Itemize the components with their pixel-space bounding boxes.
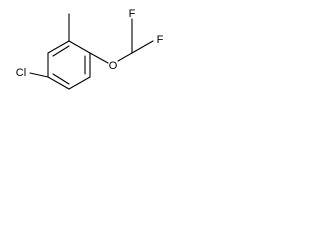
o-cf2-bond bbox=[117, 52, 133, 62]
ring-bond-c2-c3 bbox=[68, 40, 91, 54]
fluorine-upper-label: F bbox=[129, 8, 136, 20]
ring-double-bond-inner-c5-c6 bbox=[52, 73, 70, 85]
fluorine-right-label: F bbox=[157, 34, 164, 46]
ring-bond-c4-c5 bbox=[68, 76, 91, 90]
oxygen-bond bbox=[89, 52, 109, 64]
chlorine-label: Cl bbox=[16, 67, 26, 79]
ring-double-bond-inner-c1-c2 bbox=[52, 45, 70, 57]
cf2-to-f-right-bond bbox=[131, 40, 154, 54]
chlorine-bond bbox=[29, 72, 49, 78]
ring-bond-c1-c2 bbox=[47, 40, 70, 54]
ring-bond-c5-c6 bbox=[47, 76, 70, 90]
chemical-structure: Cl O F F bbox=[16, 8, 164, 90]
oxygen-label: O bbox=[109, 60, 118, 72]
